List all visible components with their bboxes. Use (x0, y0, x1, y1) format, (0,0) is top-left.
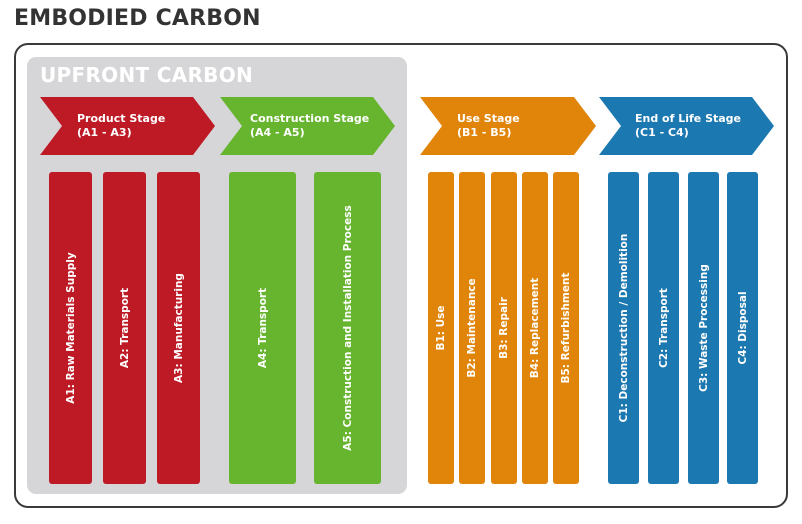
module-b5-bar: B5: Refurbishment (553, 172, 579, 484)
construction-stage-range: (A4 - A5) (250, 126, 305, 139)
module-a2-label: A2: Transport (118, 287, 131, 369)
construction-stage-name: Construction Stage (250, 112, 370, 125)
embodied-carbon-frame (14, 43, 788, 508)
module-c3-label: C3: Waste Processing (697, 264, 710, 392)
module-b2-label: B2: Maintenance (466, 278, 478, 378)
end-of-life-stage-range: (C1 - C4) (635, 126, 689, 139)
module-b3-label: B3: Repair (498, 297, 510, 359)
module-b4-label: B4: Replacement (529, 277, 541, 379)
module-a4-label: A4: Transport (256, 287, 269, 369)
page-title: EMBODIED CARBON (14, 6, 261, 31)
module-c2-bar: C2: Transport (648, 172, 679, 484)
construction-stage-chevron: Construction Stage (A4 - A5) (220, 97, 395, 155)
module-a3-bar: A3: Manufacturing (157, 172, 200, 484)
module-b1-label: B1: Use (435, 305, 447, 351)
module-c1-label: C1: Deconstruction / Demolition (617, 233, 630, 423)
upfront-carbon-title: UPFRONT CARBON (40, 63, 254, 87)
module-a5-label: A5: Construction and Installation Proces… (341, 205, 354, 451)
end-of-life-stage-name: End of Life Stage (635, 112, 742, 125)
use-stage-range: (B1 - B5) (457, 126, 512, 139)
module-b1-bar: B1: Use (428, 172, 454, 484)
use-stage-chevron: Use Stage (B1 - B5) (420, 97, 596, 155)
module-b5-label: B5: Refurbishment (560, 272, 572, 384)
module-a1-bar: A1: Raw Materials Supply (49, 172, 92, 484)
module-c4-label: C4: Disposal (736, 291, 749, 365)
product-stage-name: Product Stage (77, 112, 166, 125)
module-a2-bar: A2: Transport (103, 172, 146, 484)
module-b3-bar: B3: Repair (491, 172, 517, 484)
product-stage-chevron: Product Stage (A1 - A3) (40, 97, 215, 155)
module-c1-bar: C1: Deconstruction / Demolition (608, 172, 639, 484)
module-a4-bar: A4: Transport (229, 172, 296, 484)
module-c3-bar: C3: Waste Processing (688, 172, 719, 484)
module-b2-bar: B2: Maintenance (459, 172, 485, 484)
module-c2-label: C2: Transport (657, 288, 670, 368)
module-b4-bar: B4: Replacement (522, 172, 548, 484)
end-of-life-stage-chevron: End of Life Stage (C1 - C4) (599, 97, 774, 155)
module-a5-bar: A5: Construction and Installation Proces… (314, 172, 381, 484)
product-stage-range: (A1 - A3) (77, 126, 132, 139)
module-a3-label: A3: Manufacturing (172, 273, 185, 383)
module-c4-bar: C4: Disposal (727, 172, 758, 484)
use-stage-name: Use Stage (457, 112, 520, 125)
module-a1-label: A1: Raw Materials Supply (64, 252, 77, 404)
